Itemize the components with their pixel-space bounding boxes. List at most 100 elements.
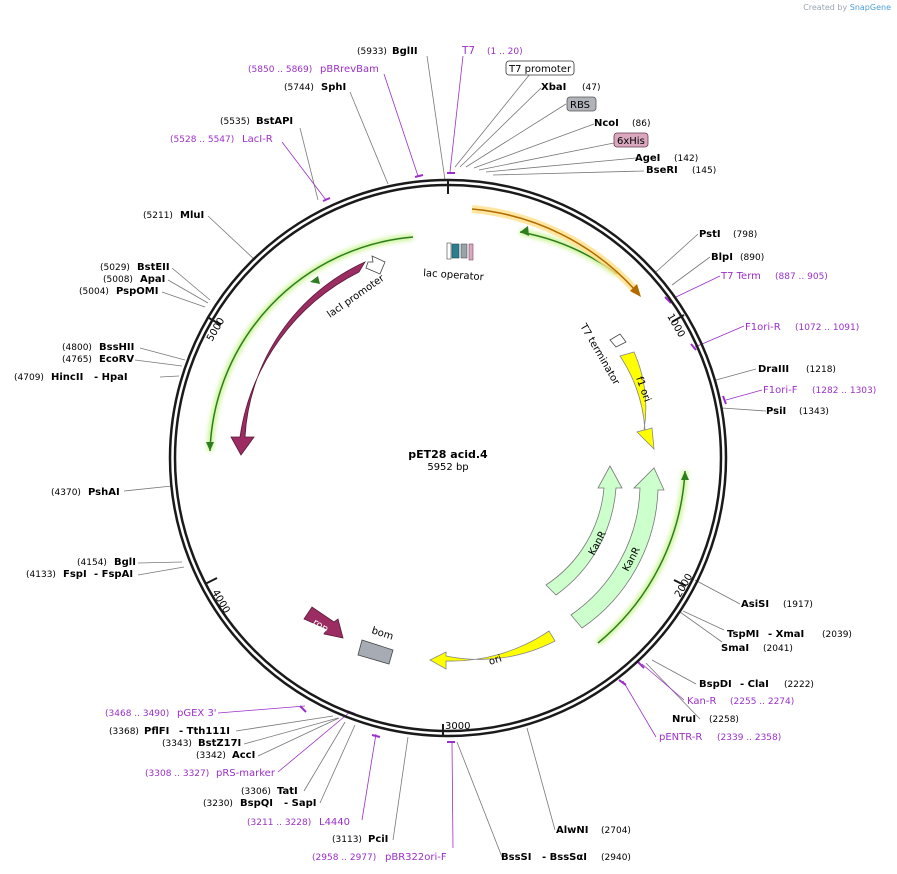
- primer-prsmarker[interactable]: pRS-marker: [216, 768, 276, 779]
- site-name-bglII[interactable]: BglII: [392, 46, 418, 57]
- site-name-nruI[interactable]: NruI: [672, 714, 696, 725]
- primer-range-pbrrevbam: (5850 .. 5869): [248, 65, 312, 75]
- site-name-bstAPI[interactable]: BstAPI: [256, 116, 293, 127]
- site-name-fspAI[interactable]: - FspAI: [94, 569, 133, 580]
- site-pos-psiI: (1343): [799, 407, 829, 417]
- site-pos-bglII: (5933): [357, 47, 387, 57]
- his-box[interactable]: [613, 132, 649, 148]
- site-name-accI[interactable]: AccI: [232, 750, 255, 761]
- primer-laciR[interactable]: LacI-R: [242, 134, 273, 145]
- tag-arrowhead: [630, 284, 641, 297]
- rbs-box[interactable]: [566, 96, 597, 112]
- site-name-hincII[interactable]: HincII: [51, 372, 83, 383]
- credit-text: Created by: [803, 3, 848, 12]
- site-name-alwNI[interactable]: AlwNI: [556, 825, 589, 836]
- credit: Created by SnapGene: [803, 3, 891, 12]
- site-name-draIII[interactable]: DraIII: [758, 364, 789, 375]
- laci-arrow[interactable]: [230, 261, 367, 456]
- primer-pentrR[interactable]: pENTR-R: [659, 732, 702, 743]
- site-pos-accI: (3342): [196, 751, 226, 761]
- site-name-pspOMI[interactable]: PspOMI: [116, 286, 158, 297]
- site-name-xmaI[interactable]: - XmaI: [768, 629, 804, 640]
- lac-operator-cluster[interactable]: [446, 242, 474, 261]
- primer-pbr322[interactable]: pBR322ori-F: [385, 852, 447, 863]
- site-name-asiSI[interactable]: AsiSI: [741, 599, 769, 610]
- site-name-bseRI[interactable]: BseRI: [646, 165, 678, 176]
- site-name-bssHII[interactable]: BssHII: [99, 342, 134, 353]
- site-pos-bssHII: (4800): [62, 343, 92, 353]
- ori-arrow[interactable]: [429, 630, 556, 670]
- site-pos-bssSI: (2940): [601, 853, 631, 863]
- site-name-bglI[interactable]: BglI: [114, 557, 136, 568]
- site-name-bspQI[interactable]: BspQI: [240, 798, 273, 809]
- rbs-label: RBS: [570, 100, 590, 111]
- snapgene-brand[interactable]: SnapGene: [849, 3, 891, 12]
- t7-terminator-arrow[interactable]: [609, 333, 627, 348]
- kanr-arrow-2[interactable]: [570, 467, 665, 629]
- site-name-mluI[interactable]: MluI: [180, 210, 204, 221]
- site-name-pciI[interactable]: PciI: [368, 834, 388, 845]
- site-name-tth111I[interactable]: - Tth111I: [179, 726, 230, 737]
- primer-f1oriR[interactable]: F1ori-R: [745, 322, 781, 333]
- site-pos-smaI: (2041): [763, 644, 793, 654]
- site-name-sapI[interactable]: - SapI: [284, 798, 316, 809]
- site-pos-pstI: (798): [733, 230, 757, 240]
- primer-range-t7: (1 .. 20): [487, 47, 523, 57]
- site-pos-mluI: (5211): [143, 211, 173, 221]
- primer-f1oriF[interactable]: F1ori-F: [763, 385, 798, 396]
- site-name-tspMI[interactable]: TspMI: [727, 629, 759, 640]
- site-pos-alwNI: (2704): [601, 826, 631, 836]
- primer-pgex3[interactable]: pGEX 3': [177, 708, 217, 719]
- site-name-pstI[interactable]: PstI: [699, 229, 721, 240]
- site-pos-asiSI: (1917): [783, 600, 813, 610]
- site-name-pshAI[interactable]: PshAI: [88, 487, 120, 498]
- site-name-bstEII[interactable]: BstEII: [137, 262, 170, 273]
- site-name-ncoI[interactable]: NcoI: [594, 118, 619, 129]
- site-pos-pciI: (3113): [332, 835, 362, 845]
- site-name-bspDI[interactable]: BspDI: [699, 679, 732, 690]
- primer-l4440[interactable]: L4440: [319, 817, 350, 828]
- scale-ticks: [204, 180, 687, 736]
- f1-ori-arrow[interactable]: [619, 351, 655, 451]
- leader-lines: [123, 55, 767, 858]
- site-name-apaI[interactable]: ApaI: [140, 274, 165, 285]
- primer-range-t7term: (887 .. 905): [775, 272, 828, 282]
- site-pos-blpI: (890): [740, 253, 764, 263]
- site-name-sphI[interactable]: SphI: [321, 82, 346, 93]
- site-name-bssSaI[interactable]: - BssSαI: [542, 852, 587, 863]
- bom-box[interactable]: [357, 639, 394, 665]
- site-name-psiI[interactable]: PsiI: [766, 406, 786, 417]
- plasmid-name: pET28 acid.4: [408, 448, 488, 461]
- site-name-hpaI[interactable]: - HpaI: [94, 372, 128, 383]
- lac-operator-label: lac operator: [423, 268, 485, 283]
- primer-range-pentrR: (2339 .. 2358): [717, 733, 781, 743]
- site-name-ecoRV[interactable]: EcoRV: [99, 354, 134, 365]
- primer-t7[interactable]: T7: [461, 45, 475, 57]
- site-name-fspI[interactable]: FspI: [63, 569, 87, 580]
- primer-range-kanR: (2255 .. 2274): [730, 697, 794, 707]
- site-name-bssSI[interactable]: BssSI: [501, 852, 531, 863]
- laci-promoter-arrow[interactable]: [365, 255, 386, 275]
- site-name-smaI[interactable]: SmaI: [721, 643, 749, 654]
- site-name-blpI[interactable]: BlpI: [711, 252, 733, 263]
- primer-range-l4440: (3211 .. 3228): [247, 818, 311, 828]
- primer-t7term[interactable]: T7 Term: [720, 271, 761, 282]
- primer-kanR[interactable]: Kan-R: [687, 696, 716, 707]
- site-pos-ncoI: (86): [632, 119, 650, 129]
- site-name-xbaI[interactable]: XbaI: [541, 82, 566, 93]
- rop-arrow[interactable]: [303, 606, 344, 639]
- primer-range-pgex3: (3468 .. 3490): [105, 709, 169, 719]
- site-name-claI[interactable]: - ClaI: [740, 679, 769, 690]
- site-pos-ecoRV: (4765): [62, 355, 92, 365]
- kanr-arrow-1[interactable]: [545, 465, 623, 596]
- site-pos-bstZ17I: (3343): [162, 739, 192, 749]
- site-name-tatI[interactable]: TatI: [277, 786, 298, 797]
- primer-pbrrevbam[interactable]: pBRrevBam: [320, 64, 379, 75]
- t7-promoter-box[interactable]: [505, 60, 575, 76]
- primer-range-f1oriF: (1282 .. 1303): [812, 386, 876, 396]
- site-name-ageI[interactable]: AgeI: [635, 153, 660, 164]
- site-name-pflFI[interactable]: PflFI: [144, 726, 169, 737]
- bom-label: bom: [370, 625, 395, 642]
- site-name-bstZ17I[interactable]: BstZ17I: [198, 738, 241, 749]
